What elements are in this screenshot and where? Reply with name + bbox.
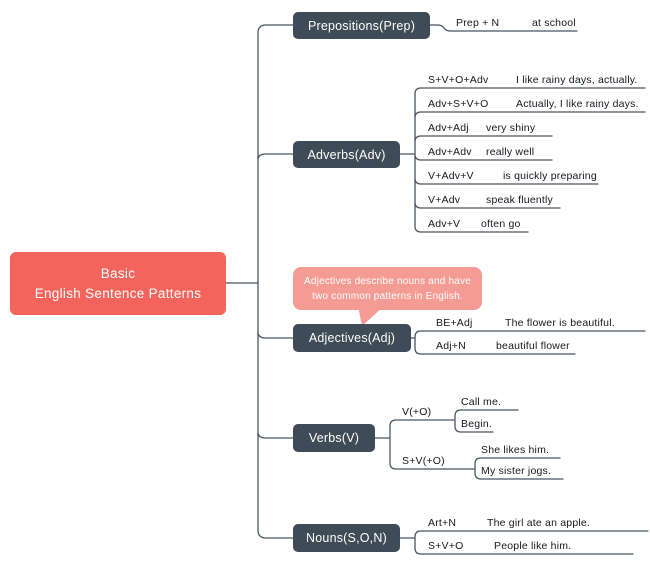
leaf-example[interactable]: Actually, I like rainy days. [516, 98, 639, 110]
callout-line1: Adjectives describe nouns and have [304, 275, 471, 287]
leaf-formula[interactable]: Adv+S+V+O [428, 98, 489, 110]
leaf-example[interactable]: is quickly preparing [503, 170, 597, 182]
branch-topic-verbs[interactable]: Verbs(V) [293, 424, 375, 452]
branch-topic-label: Adverbs(Adv) [307, 147, 386, 162]
leaf-example[interactable]: People like him. [494, 540, 572, 552]
callout-note[interactable]: Adjectives describe nouns and have two c… [293, 267, 482, 310]
branch-topic-prepositions[interactable]: Prepositions(Prep) [293, 12, 430, 39]
leaf-formula[interactable]: Art+N [428, 517, 457, 529]
leaf-example[interactable]: Begin. [461, 418, 492, 430]
nouns-leaf-lines [399, 530, 649, 555]
branch-topic-label: Prepositions(Prep) [307, 18, 416, 33]
leaf-example[interactable]: Call me. [461, 396, 502, 408]
leaf-formula[interactable]: V+Adv [428, 194, 461, 206]
adjectives-leaf-lines [410, 330, 646, 355]
root-topic-label: Basic English Sentence Patterns [35, 264, 202, 304]
branch-topic-label: Adjectives(Adj) [308, 331, 396, 345]
leaf-formula[interactable]: S+V+O [428, 540, 464, 552]
leaf-example[interactable]: She likes him. [481, 444, 550, 456]
branch-topic-adverbs[interactable]: Adverbs(Adv) [293, 141, 400, 168]
root-title-line2: English Sentence Patterns [34, 285, 202, 301]
branch-topic-label: Verbs(V) [308, 431, 360, 445]
main-spine-connector [225, 24, 294, 539]
leaf-formula[interactable]: S+V+O+Adv [428, 74, 489, 86]
verbs-leaf-lines [374, 409, 564, 480]
branch-topic-nouns[interactable]: Nouns(S,O,N) [293, 524, 400, 552]
callout-line2: two common patterns in English. [312, 290, 463, 302]
leaf-example[interactable]: I like rainy days, actually. [516, 74, 638, 86]
leaf-formula[interactable]: Adv+V [428, 218, 461, 230]
leaf-formula[interactable]: Prep + N [456, 17, 500, 29]
leaf-example[interactable]: very shiny [486, 122, 536, 134]
leaf-formula[interactable]: Adv+Adv [428, 146, 472, 158]
root-title-line1: Basic [100, 265, 136, 281]
leaf-example[interactable]: My sister jogs. [481, 465, 552, 477]
branch-topic-label: Nouns(S,O,N) [306, 531, 387, 545]
leaf-example[interactable]: often go [481, 218, 521, 230]
leaf-formula[interactable]: V(+O) [402, 406, 432, 418]
leaf-formula[interactable]: Adv+Adj [428, 122, 469, 134]
leaf-formula[interactable]: BE+Adj [436, 317, 473, 329]
prepositions-leaf-line [429, 24, 578, 32]
leaf-example[interactable]: The flower is beautiful. [505, 317, 615, 329]
branch-topic-adjectives[interactable]: Adjectives(Adj) [293, 324, 411, 352]
leaf-example[interactable]: at school [532, 17, 576, 29]
adverbs-leaf-lines [399, 87, 646, 233]
leaf-formula[interactable]: V+Adv+V [428, 170, 474, 182]
leaf-formula[interactable]: Adj+N [436, 340, 466, 352]
leaf-example[interactable]: The girl ate an apple. [487, 517, 591, 529]
root-topic[interactable]: Basic English Sentence Patterns [10, 252, 226, 315]
leaf-example[interactable]: speak fluently [486, 194, 554, 206]
callout-tail [358, 306, 384, 326]
leaf-example[interactable]: beautiful flower [496, 340, 570, 352]
leaf-formula[interactable]: S+V(+O) [402, 455, 445, 467]
leaf-example[interactable]: really well [486, 146, 535, 158]
